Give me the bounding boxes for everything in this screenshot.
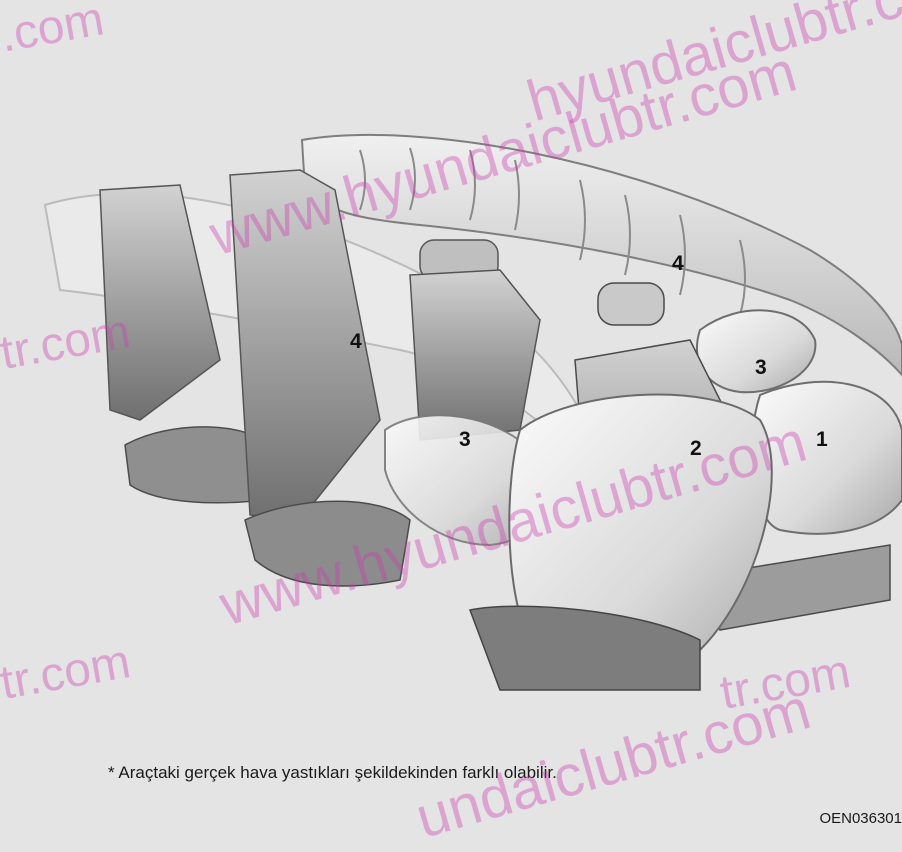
image-code: OEN036301 <box>819 810 902 827</box>
callout-2: 2 <box>690 437 702 461</box>
callout-1: 1 <box>816 428 828 452</box>
callout-3-rear: 3 <box>459 428 471 452</box>
image-caption: * Araçtaki gerçek hava yastıkları şekild… <box>108 763 557 783</box>
callout-4-front: 4 <box>672 252 684 276</box>
callout-3-front: 3 <box>755 356 767 380</box>
airbag-illustration <box>0 0 902 834</box>
callout-4-rear: 4 <box>350 330 362 354</box>
